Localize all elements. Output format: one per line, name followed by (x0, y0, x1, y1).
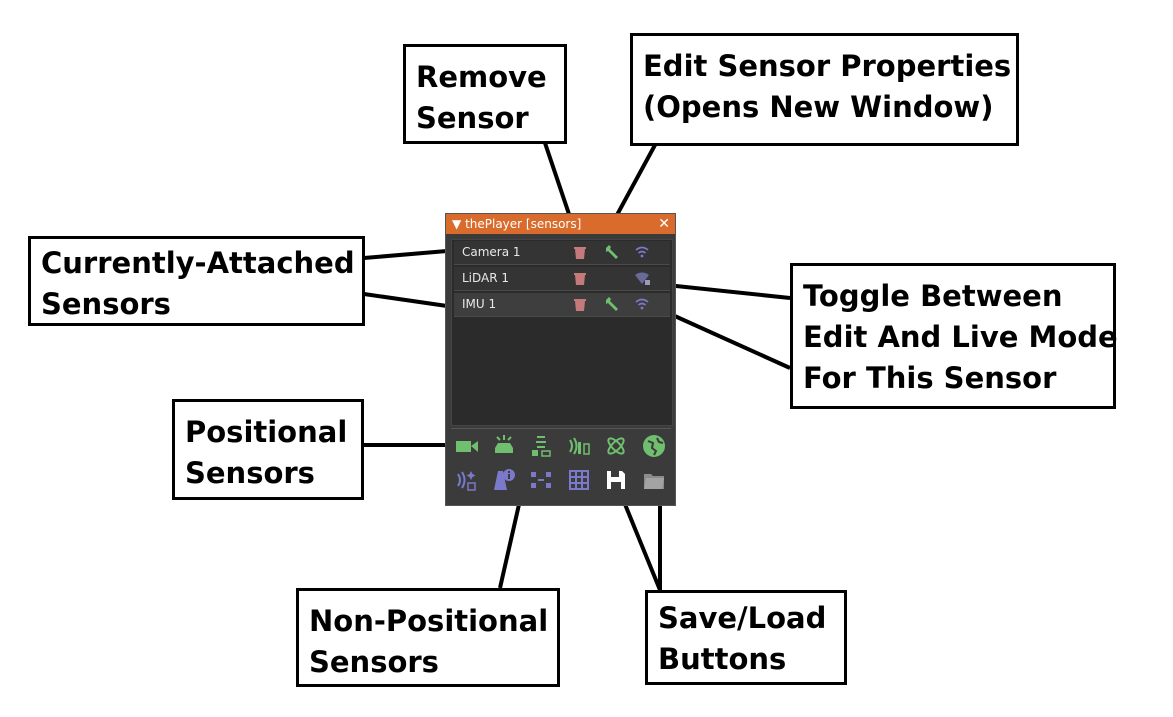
divider (451, 428, 671, 429)
trash-icon[interactable] (572, 296, 588, 312)
imu-sensor-icon[interactable] (604, 434, 628, 458)
save-icon[interactable] (604, 468, 628, 492)
grid-map-icon[interactable] (567, 468, 591, 492)
window-titlebar: ▼ thePlayer [sensors] ✕ (446, 214, 675, 234)
wifi-locked-icon[interactable] (634, 270, 650, 286)
camera-sensor-icon[interactable] (455, 434, 479, 458)
wifi-icon[interactable] (634, 296, 650, 312)
wrench-icon[interactable] (604, 296, 620, 312)
collapse-icon[interactable]: ▼ (452, 217, 462, 231)
wifi-icon[interactable] (634, 244, 650, 260)
sensor-row[interactable]: Camera 1 (454, 241, 670, 265)
annotation-non-positional: Non-Positional Sensors (296, 588, 560, 687)
sensor-row[interactable]: LiDAR 1 (454, 267, 670, 291)
annotation-positional: Positional Sensors (172, 399, 364, 500)
load-folder-icon[interactable] (642, 468, 666, 492)
annotation-remove-sensor: Remove Sensor (403, 44, 567, 144)
radar-car-icon[interactable] (492, 434, 516, 458)
annotation-attached-sensors: Currently-Attached Sensors (28, 236, 365, 326)
annotation-edit-properties: Edit Sensor Properties (Opens New Window… (630, 33, 1019, 146)
window-title: thePlayer [sensors] (465, 217, 582, 231)
annotation-toggle-mode: Toggle Between Edit And Live Mode For Th… (790, 263, 1118, 409)
lidar-sensor-icon[interactable] (529, 434, 553, 458)
attached-sensor-list: Camera 1 LiDAR 1 IMU 1 (451, 239, 673, 426)
sensor-row[interactable]: IMU 1 (454, 293, 670, 317)
trash-icon[interactable] (572, 244, 588, 260)
bounding-box-icon[interactable] (529, 468, 553, 492)
trash-icon[interactable] (572, 270, 588, 286)
road-info-icon[interactable] (492, 468, 516, 492)
wireless-sparkle-icon[interactable] (455, 468, 479, 492)
sensors-window: ▼ thePlayer [sensors] ✕ Camera 1 LiDAR 1… (445, 213, 676, 506)
sensor-name: LiDAR 1 (462, 271, 510, 285)
close-icon[interactable]: ✕ (658, 216, 670, 232)
gps-globe-icon[interactable] (642, 434, 666, 458)
annotation-save-load: Save/Load Buttons (645, 590, 847, 685)
wrench-icon[interactable] (604, 244, 620, 260)
ultrasonic-sensor-icon[interactable] (567, 434, 591, 458)
sensor-name: Camera 1 (462, 245, 521, 259)
sensor-name: IMU 1 (462, 297, 497, 311)
